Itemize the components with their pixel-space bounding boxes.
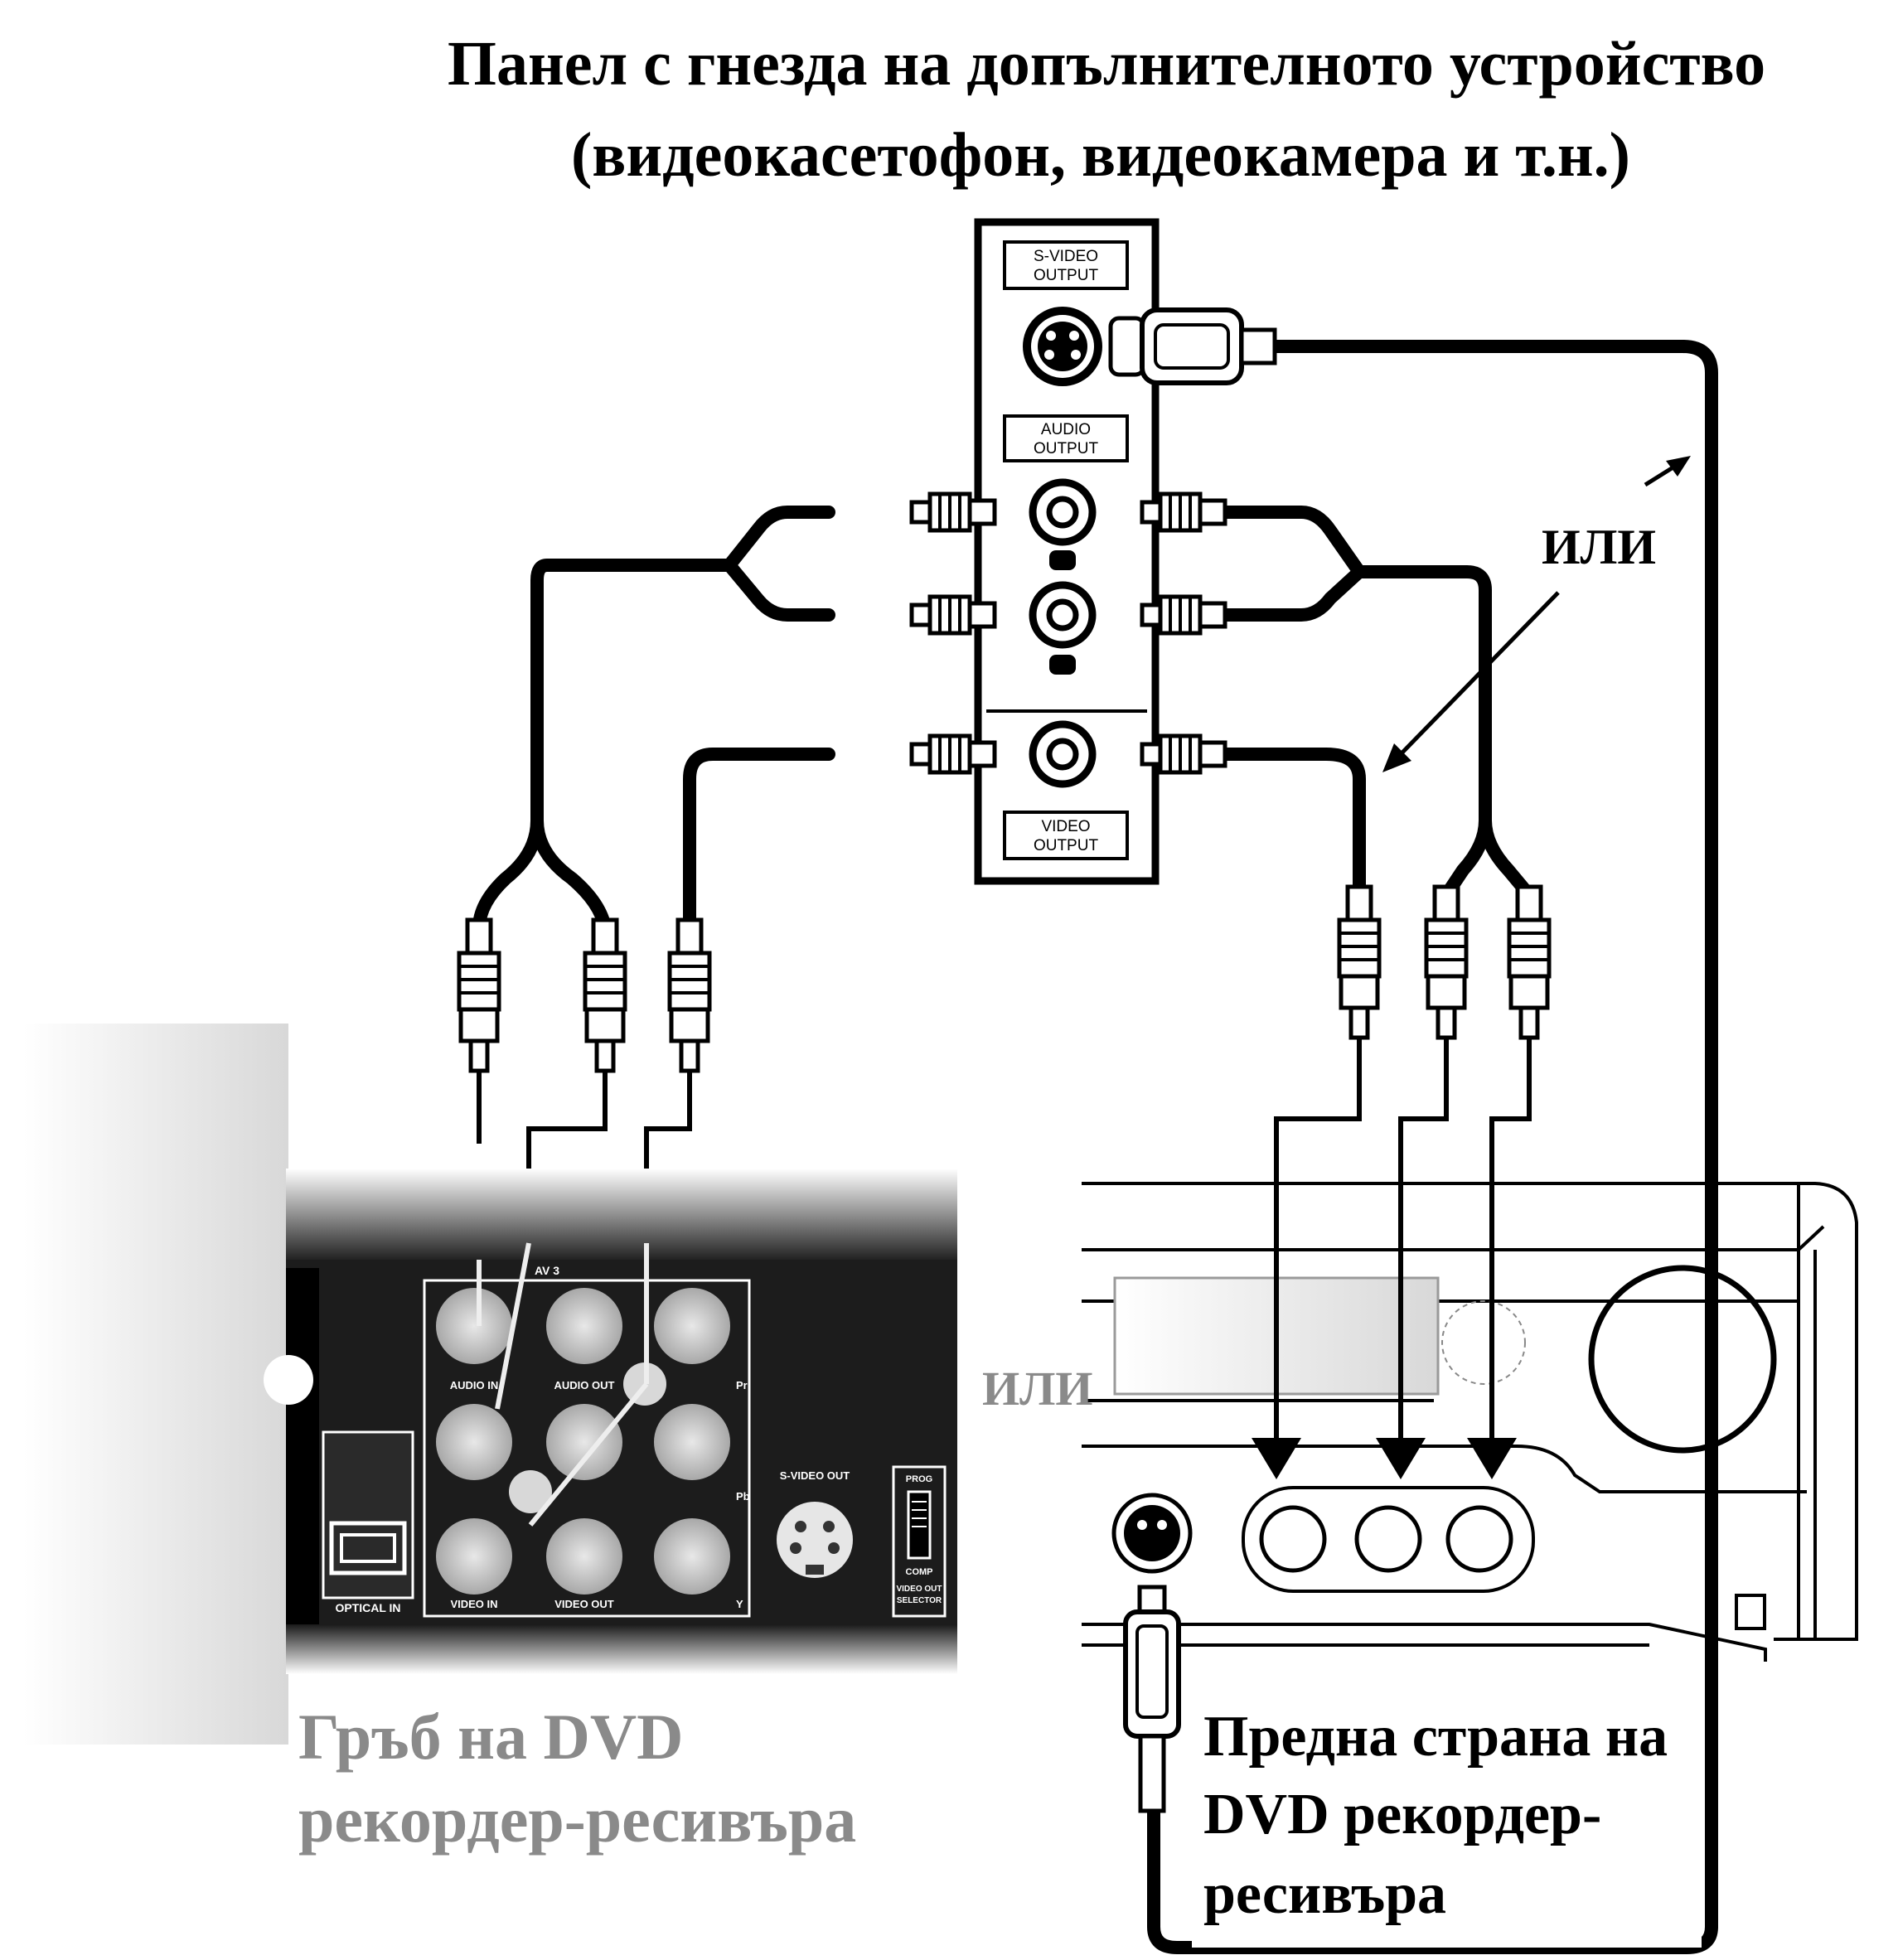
svideo-label-2: OUTPUT <box>1034 267 1099 284</box>
audio-label-2: OUTPUT <box>1034 440 1099 457</box>
rear-caption-line-2: рекордер-ресивъра <box>298 1783 856 1856</box>
rear-connection-lines <box>477 1242 649 1527</box>
optical-in-label: OPTICAL IN <box>335 1601 400 1614</box>
front-caption-line-3: ресивъра <box>1203 1862 1446 1926</box>
video-out-selector-label-2: SELECTOR <box>897 1596 942 1605</box>
audio-out-label: AUDIO OUT <box>554 1379 615 1391</box>
y-label: Y <box>736 1598 743 1610</box>
cables <box>472 340 1718 1954</box>
video-in-label: VIDEO IN <box>450 1598 497 1610</box>
audio-out-jack-2[interactable] <box>546 1404 622 1480</box>
video-label-2: OUTPUT <box>1034 837 1099 854</box>
video-out-jack[interactable] <box>546 1518 622 1595</box>
front-connection-arrows <box>1252 1038 1532 1479</box>
front-svideo-plug-icon <box>1123 1585 1181 1813</box>
svideo-output-jack[interactable] <box>1023 307 1102 386</box>
title-line-2: (видеокасетофон, видеокамера и т.н.) <box>571 120 1630 190</box>
rca-plugs-to-front <box>1339 887 1549 1038</box>
rear-panel-illustration: OPTICAL IN AV 3 AUDIO IN AUDIO OUT Pr Pb <box>23 1024 957 1745</box>
audio-out-jack[interactable] <box>546 1288 622 1364</box>
svideo-label-1: S-VIDEO <box>1034 248 1098 265</box>
title-line-1: Панел с гнезда на допълнителното устройс… <box>448 29 1765 99</box>
audio-output-jack-left[interactable] <box>1029 478 1097 546</box>
front-caption-line-1: Предна страна на <box>1203 1705 1668 1769</box>
comp-label: COMP <box>906 1567 933 1577</box>
pr-jack[interactable] <box>654 1288 730 1364</box>
front-audio-in-jack-right[interactable] <box>1445 1505 1513 1573</box>
pb-label: Pb <box>736 1490 750 1503</box>
or-label-top: ИЛИ <box>1542 520 1656 574</box>
video-in-jack[interactable] <box>436 1518 512 1595</box>
or-label-middle: ИЛИ <box>982 1362 1092 1416</box>
front-caption-line-2: DVD рекордер- <box>1203 1783 1601 1846</box>
pointer-arrow-icon <box>1382 456 1691 772</box>
pb-jack[interactable] <box>654 1404 730 1480</box>
rear-caption-line-1: Гръб на DVD <box>298 1701 684 1773</box>
video-out-selector-switch[interactable] <box>907 1490 932 1560</box>
y-jack[interactable] <box>654 1518 730 1595</box>
prog-label: PROG <box>906 1474 932 1484</box>
svideo-out-label: S-VIDEO OUT <box>780 1469 850 1482</box>
rear-jacks <box>436 1288 730 1595</box>
rca-plugs-to-rear <box>459 920 709 1071</box>
rear-svideo-jack[interactable] <box>777 1502 853 1578</box>
audio-in-jack-2[interactable] <box>436 1404 512 1480</box>
video-out-label: VIDEO OUT <box>554 1598 614 1610</box>
front-video-in-jack[interactable] <box>1259 1505 1327 1573</box>
rear-wires <box>477 1071 692 1169</box>
video-out-selector-label-1: VIDEO OUT <box>896 1585 942 1594</box>
audio-in-jack[interactable] <box>436 1288 512 1364</box>
volume-knob[interactable] <box>1588 1265 1777 1454</box>
pr-label: Pr <box>736 1379 748 1391</box>
front-svideo-jack[interactable] <box>1111 1493 1193 1574</box>
audio-in-label: AUDIO IN <box>450 1379 499 1391</box>
front-panel-illustration <box>1082 1182 1858 1813</box>
audio-output-jack-right[interactable] <box>1029 581 1097 649</box>
peripheral-jack-panel: S-VIDEO OUTPUT AUDIO OUTPUT <box>974 218 1277 885</box>
av3-section-label: AV 3 <box>535 1264 559 1277</box>
video-output-jack[interactable] <box>1029 720 1097 788</box>
svideo-plug-icon <box>1108 307 1277 385</box>
audio-label-1: AUDIO <box>1041 421 1091 438</box>
front-audio-in-jack-left[interactable] <box>1354 1505 1422 1573</box>
video-label-1: VIDEO <box>1041 818 1090 835</box>
optical-in-jack[interactable] <box>329 1521 407 1575</box>
